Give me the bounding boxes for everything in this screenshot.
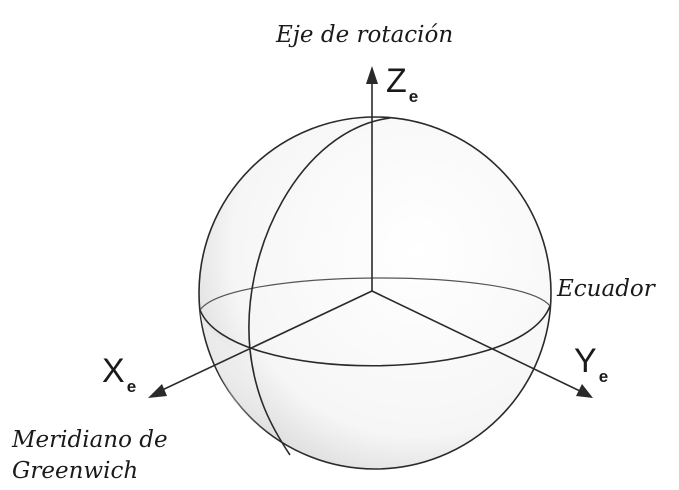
x-axis-line xyxy=(157,290,373,393)
equator-back xyxy=(199,277,551,311)
equator-front xyxy=(199,305,551,367)
z-axis-arrowhead xyxy=(366,66,378,84)
greenwich-meridian xyxy=(248,117,391,456)
equator-label: Ecuador xyxy=(556,276,657,302)
x-axis-arrowhead xyxy=(148,384,167,398)
meridian-label-line1: Meridiano de xyxy=(11,427,168,453)
rotation-axis-label: Eje de rotación xyxy=(275,22,453,48)
y-axis-line xyxy=(371,290,583,393)
meridian-label-line2: Greenwich xyxy=(12,458,138,484)
sphere-shadow-region xyxy=(200,310,288,452)
y-axis-arrowhead xyxy=(576,384,593,398)
